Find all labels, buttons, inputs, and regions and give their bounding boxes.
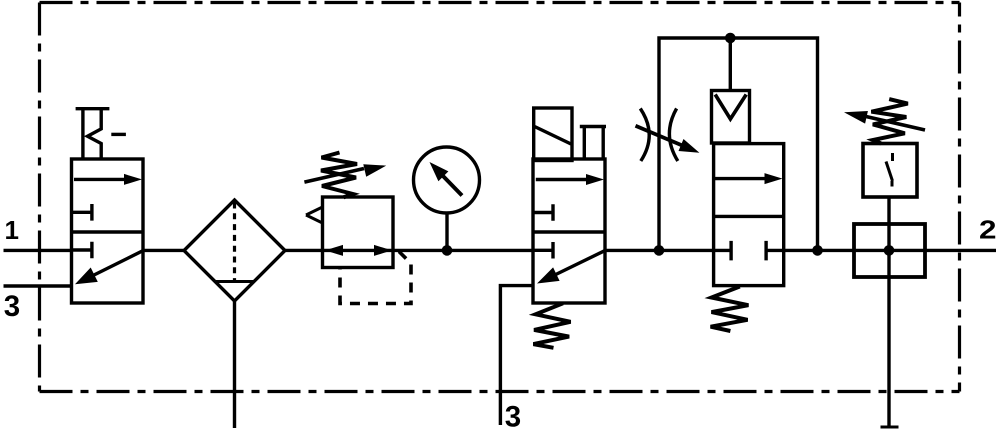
svg-text:2: 2 [979,215,997,245]
svg-text:1: 1 [5,215,19,245]
svg-text:3: 3 [4,290,20,323]
svg-text:3: 3 [505,400,521,433]
